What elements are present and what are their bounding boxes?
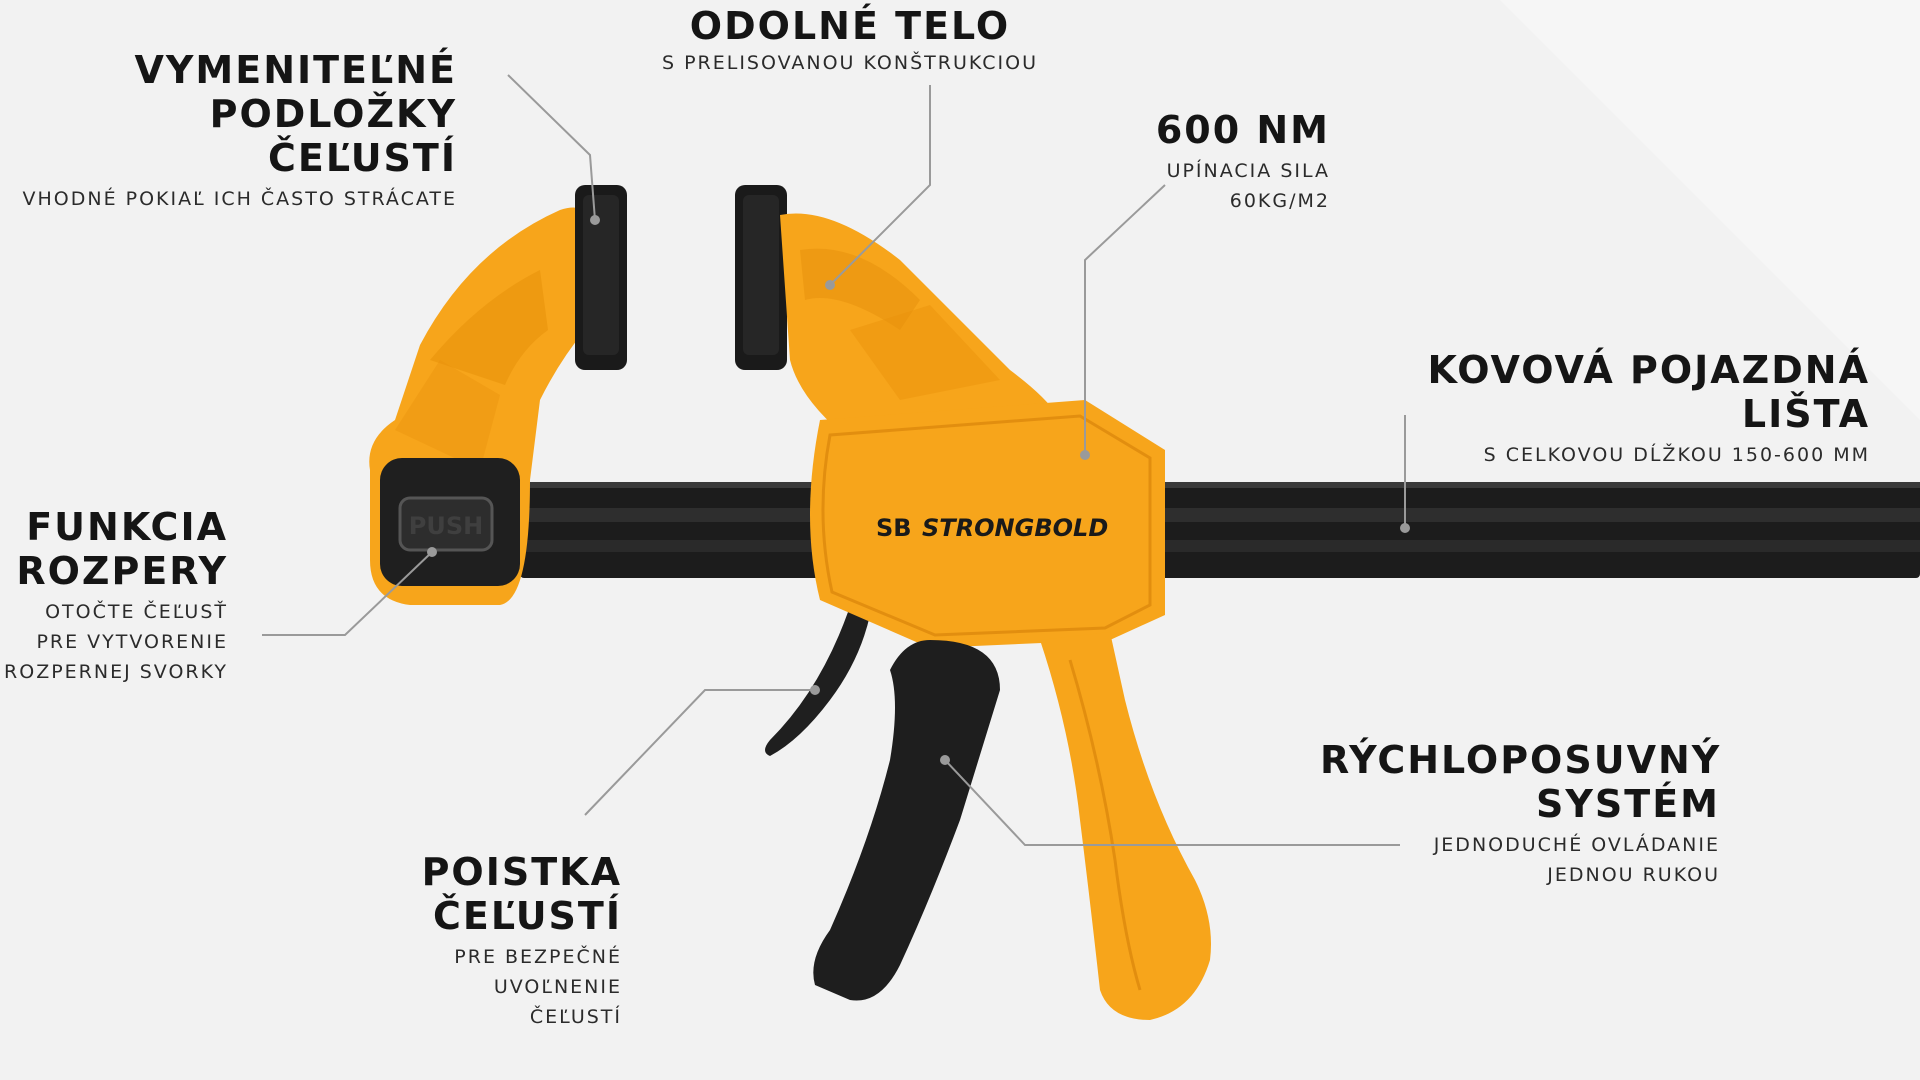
main-housing: SB STRONGBOLD [810, 400, 1165, 648]
callout-title: FUNKCIA ROZPERY [16, 505, 228, 593]
callout-subtitle: VHODNÉ POKIAĽ ICH ČASTO STRÁCATE [22, 188, 457, 210]
left-jaw-pad [575, 185, 627, 370]
callout-subtitle: OTOČTE ČEĽUSŤ PRE VYTVORENIE ROZPERNEJ S… [4, 601, 228, 683]
callout-quick-release-system: RÝCHLOPOSUVNÝ SYSTÉM JEDNODUCHÉ OVLÁDANI… [1320, 738, 1720, 890]
trigger [813, 640, 1000, 1001]
callout-title: ODOLNÉ TELO [689, 4, 1011, 48]
callout-subtitle: JEDNODUCHÉ OVLÁDANIE JEDNOU RUKOU [1433, 834, 1720, 886]
metal-bar [520, 482, 1920, 578]
logo-mark: SB [876, 514, 912, 542]
callout-clamping-force: 600 NM UPÍNACIA SILA 60KG/M2 [1050, 108, 1330, 216]
callout-durable-body: ODOLNÉ TELO S PRELISOVANOU KONŠTRUKCIOU [640, 4, 1060, 78]
callout-title: RÝCHLOPOSUVNÝ SYSTÉM [1320, 738, 1722, 826]
callout-spreader-function: FUNKCIA ROZPERY OTOČTE ČEĽUSŤ PRE VYTVOR… [0, 505, 228, 687]
fixed-jaw: PUSH [369, 207, 592, 605]
callout-title: 600 NM [1155, 108, 1330, 152]
callout-replaceable-pads: VYMENITEĽNÉ PODLOŽKY ČEĽUSTÍ VHODNÉ POKI… [20, 48, 457, 214]
lock-lever [765, 612, 870, 756]
strongbold-logo: SB STRONGBOLD [876, 514, 1108, 542]
callout-jaw-lock: POISTKA ČEĽUSTÍ PRE BEZPEČNÉ UVOĽNENIE Č… [400, 850, 622, 1032]
push-button-label: PUSH [409, 512, 483, 540]
callout-subtitle: S PRELISOVANOU KONŠTRUKCIOU [661, 52, 1039, 74]
callout-title: POISTKA ČEĽUSTÍ [421, 850, 622, 938]
right-jaw-pad [735, 185, 787, 370]
callout-title: VYMENITEĽNÉ PODLOŽKY ČEĽUSTÍ [134, 48, 457, 180]
callout-metal-bar: KOVOVÁ POJAZDNÁ LIŠTA S CELKOVOU DĹŽKOU … [1300, 348, 1870, 470]
callout-subtitle: PRE BEZPEČNÉ UVOĽNENIE ČEĽUSTÍ [454, 946, 622, 1028]
callout-subtitle: UPÍNACIA SILA 60KG/M2 [1166, 160, 1330, 212]
logo-text: STRONGBOLD [922, 514, 1108, 542]
leader-lines [262, 74, 1410, 846]
callout-title: KOVOVÁ POJAZDNÁ LIŠTA [1427, 348, 1870, 436]
push-button: PUSH [380, 458, 520, 586]
handle [1040, 632, 1211, 1020]
movable-jaw-arm [780, 213, 1060, 440]
callout-subtitle: S CELKOVOU DĹŽKOU 150-600 MM [1483, 444, 1870, 466]
